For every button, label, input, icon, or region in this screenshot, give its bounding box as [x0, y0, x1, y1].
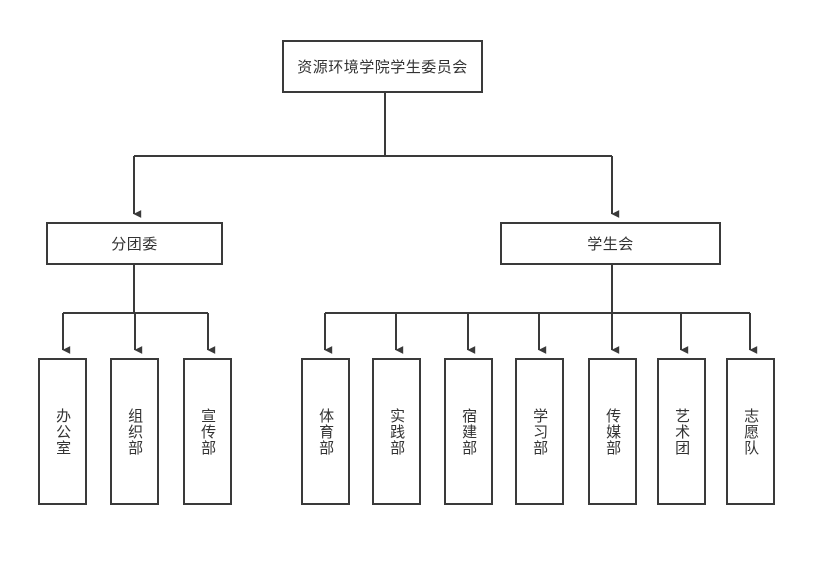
- node-leaf-bangongshi-label: 办公室: [54, 407, 73, 456]
- node-leaf-bangongshi[interactable]: 办公室: [38, 358, 87, 505]
- node-branch-right-label: 学生会: [587, 235, 634, 253]
- node-leaf-tiyubu[interactable]: 体育部: [301, 358, 350, 505]
- node-leaf-xuanchuanbu-label: 宣传部: [199, 407, 218, 456]
- node-leaf-zuzhibu[interactable]: 组织部: [110, 358, 159, 505]
- node-root-label: 资源环境学院学生委员会: [297, 58, 468, 76]
- node-root[interactable]: 资源环境学院学生委员会: [282, 40, 483, 93]
- node-leaf-zuzhibu-label: 组织部: [126, 407, 145, 456]
- node-leaf-chuanmeibu-label: 传媒部: [604, 407, 623, 456]
- node-leaf-yishutuan-label: 艺术团: [673, 407, 692, 456]
- node-leaf-xuanchuanbu[interactable]: 宣传部: [183, 358, 232, 505]
- node-leaf-shijianbu[interactable]: 实践部: [372, 358, 421, 505]
- node-branch-left-label: 分团委: [111, 235, 158, 253]
- node-leaf-tiyubu-label: 体育部: [317, 407, 336, 456]
- node-leaf-zhiyuandui-label: 志愿队: [742, 407, 761, 456]
- node-leaf-xuexibu[interactable]: 学习部: [515, 358, 564, 505]
- node-branch-left[interactable]: 分团委: [46, 222, 223, 265]
- node-leaf-zhiyuandui[interactable]: 志愿队: [726, 358, 775, 505]
- node-leaf-yishutuan[interactable]: 艺术团: [657, 358, 706, 505]
- node-leaf-chuanmeibu[interactable]: 传媒部: [588, 358, 637, 505]
- node-leaf-shijianbu-label: 实践部: [388, 407, 407, 456]
- node-branch-right[interactable]: 学生会: [500, 222, 721, 265]
- node-leaf-sujianbu-label: 宿建部: [460, 407, 479, 456]
- node-leaf-xuexibu-label: 学习部: [531, 407, 550, 456]
- node-leaf-sujianbu[interactable]: 宿建部: [444, 358, 493, 505]
